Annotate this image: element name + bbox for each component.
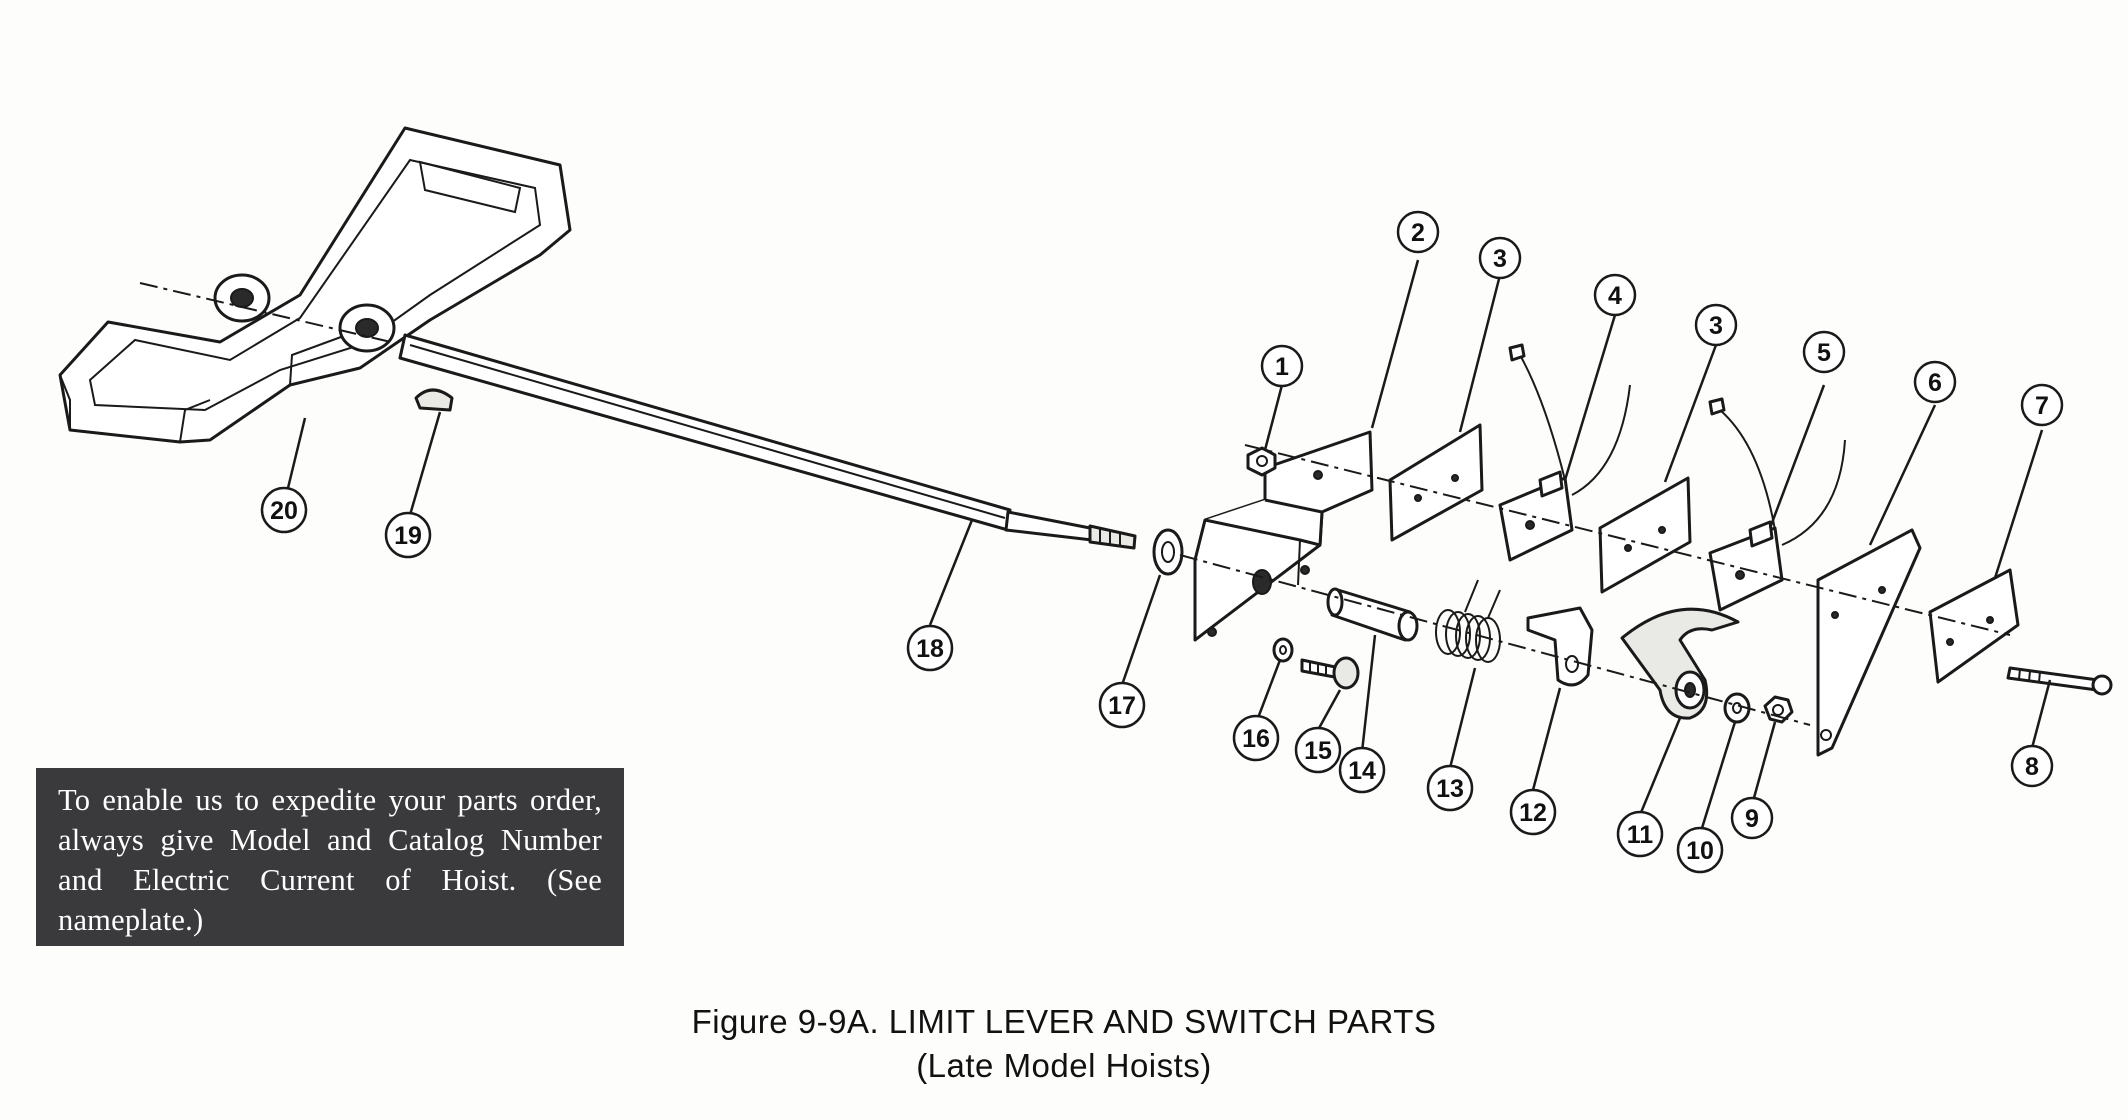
callout-11: 11 xyxy=(1616,810,1664,858)
lock-washer-part-16 xyxy=(1272,637,1294,663)
callout-11-label: 11 xyxy=(1627,821,1654,849)
plate-part-6 xyxy=(1816,528,1922,757)
callout-16: 16 xyxy=(1232,714,1280,762)
figure-title: Figure 9-9A. LIMIT LEVER AND SWITCH PART… xyxy=(691,1003,1437,1040)
callout-17: 17 xyxy=(1098,681,1146,729)
ordering-notice-box: To enable us to expedite your parts orde… xyxy=(36,768,624,946)
callout-6: 6 xyxy=(1913,360,1957,404)
callout-10-label: 10 xyxy=(1686,837,1714,865)
callout-9: 9 xyxy=(1730,796,1774,840)
callout-15: 15 xyxy=(1294,726,1342,774)
callout-6-label: 6 xyxy=(1928,369,1942,397)
callout-10: 10 xyxy=(1676,826,1724,874)
callout-5-label: 5 xyxy=(1817,339,1831,367)
switch-part-4 xyxy=(1498,343,1631,562)
screw-part-8 xyxy=(2006,666,2113,696)
callout-14-label: 14 xyxy=(1348,757,1376,785)
callout-7-label: 7 xyxy=(2035,392,2049,420)
callout-3a-label: 3 xyxy=(1493,245,1507,273)
callout-4-label: 4 xyxy=(1608,282,1622,310)
callout-15-label: 15 xyxy=(1304,737,1332,765)
screw-part-15 xyxy=(1300,656,1360,690)
callout-8: 8 xyxy=(2010,744,2054,788)
callout-3b: 3 xyxy=(1694,303,1738,347)
callout-3b-label: 3 xyxy=(1709,312,1723,340)
cam-plate-part-12 xyxy=(1526,606,1594,687)
callout-14: 14 xyxy=(1338,746,1386,794)
assembly-axis-upper xyxy=(1244,444,2011,636)
washer-part-17 xyxy=(1152,528,1184,576)
shaft-part-18 xyxy=(398,333,1137,550)
callout-18-label: 18 xyxy=(916,635,944,663)
figure-subtitle: (Late Model Hoists) xyxy=(916,1047,1212,1084)
callout-13: 13 xyxy=(1426,764,1474,812)
callout-20: 20 xyxy=(260,486,308,534)
callout-19-label: 19 xyxy=(394,522,422,550)
callout-5: 5 xyxy=(1802,330,1846,374)
key-part-19 xyxy=(414,388,454,412)
callout-20-label: 20 xyxy=(270,497,298,525)
insulator-part-3b xyxy=(1598,476,1692,594)
nut-part-1 xyxy=(1246,446,1277,477)
callout-13-label: 13 xyxy=(1436,775,1464,803)
callout-1-label: 1 xyxy=(1275,353,1289,381)
callout-8-label: 8 xyxy=(2025,753,2039,781)
callout-3a: 3 xyxy=(1478,236,1522,280)
limit-lever-part-20 xyxy=(58,126,572,444)
spring-part-13 xyxy=(1435,579,1501,663)
callout-9-label: 9 xyxy=(1745,805,1759,833)
callout-19: 19 xyxy=(384,511,432,559)
nut-part-9 xyxy=(1763,695,1794,724)
callout-2: 2 xyxy=(1396,210,1440,254)
assembly-axis-lower xyxy=(1179,554,1811,726)
callout-12-label: 12 xyxy=(1519,799,1547,827)
insulator-part-3a xyxy=(1388,423,1484,542)
switch-part-5 xyxy=(1708,397,1846,612)
callout-16-label: 16 xyxy=(1242,725,1270,753)
callout-1: 1 xyxy=(1260,344,1304,388)
leader-lines xyxy=(286,259,2052,829)
callout-17-label: 17 xyxy=(1108,692,1136,720)
callout-12: 12 xyxy=(1509,788,1557,836)
bracket-part-2 xyxy=(1193,430,1374,642)
callout-4: 4 xyxy=(1593,273,1637,317)
spacer-part-14 xyxy=(1326,587,1419,642)
callout-2-label: 2 xyxy=(1411,219,1425,247)
callout-18: 18 xyxy=(906,624,954,672)
figure-caption: Figure 9-9A. LIMIT LEVER AND SWITCH PART… xyxy=(0,1000,2128,1088)
callout-7: 7 xyxy=(2020,383,2064,427)
cam-part-11 xyxy=(1620,607,1740,720)
ordering-notice-text: To enable us to expedite your parts orde… xyxy=(58,783,602,937)
